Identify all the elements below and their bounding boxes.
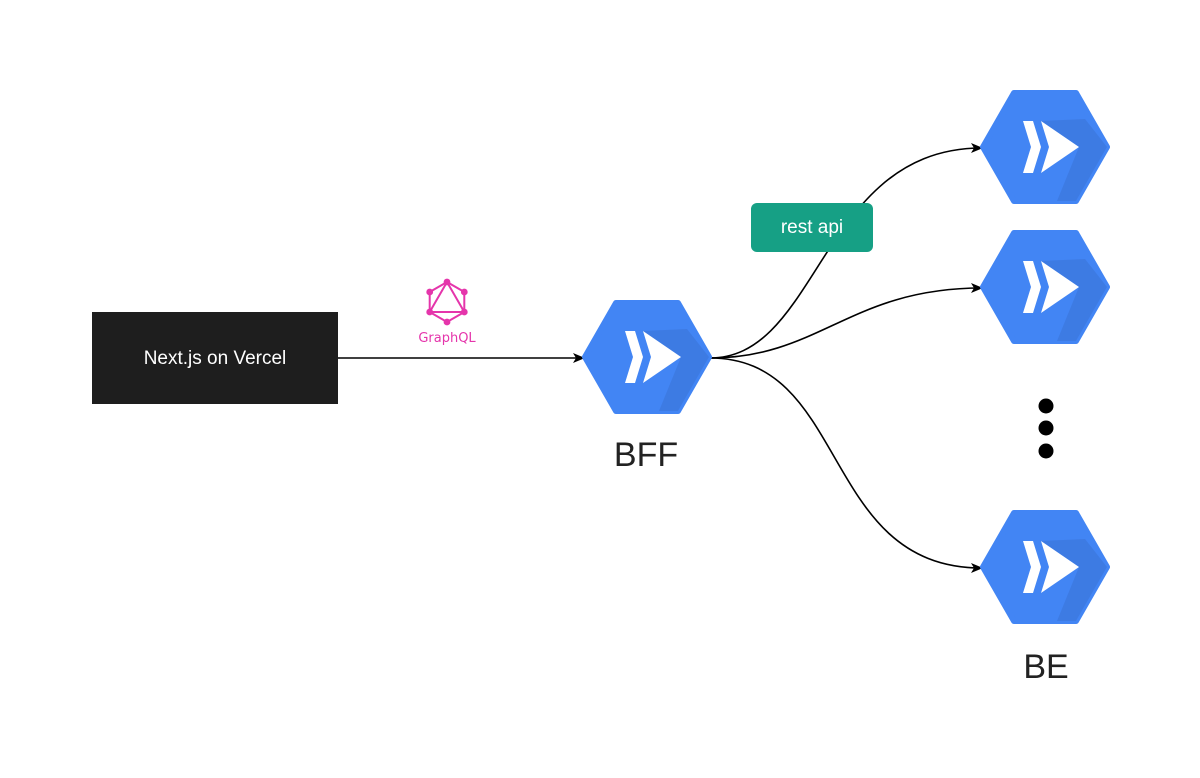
cloud-run-icon bbox=[585, 303, 709, 411]
graphql-logo-icon bbox=[426, 278, 468, 326]
backend-node-1 bbox=[983, 93, 1107, 201]
rest-api-badge: rest api bbox=[751, 203, 873, 252]
cloud-run-icon bbox=[983, 513, 1107, 621]
bff-node: BFF bbox=[585, 303, 709, 474]
backend-node-n bbox=[983, 513, 1107, 621]
edge-bff-to-be-1 bbox=[709, 143, 983, 359]
frontend-node: Next.js on Vercel bbox=[92, 312, 338, 404]
vertical-ellipsis-icon bbox=[1038, 398, 1054, 459]
cloud-run-icon bbox=[983, 93, 1107, 201]
frontend-label: Next.js on Vercel bbox=[144, 348, 287, 369]
rest-api-label: rest api bbox=[781, 217, 843, 238]
graphql-label: GraphQL bbox=[418, 331, 476, 346]
be-label: BE bbox=[1023, 648, 1068, 686]
backend-node-2 bbox=[983, 233, 1107, 341]
bff-label: BFF bbox=[614, 436, 678, 474]
edge-bff-to-be-3 bbox=[709, 357, 983, 573]
edge-bff-to-be-2 bbox=[709, 283, 983, 359]
cloud-run-icon bbox=[983, 233, 1107, 341]
